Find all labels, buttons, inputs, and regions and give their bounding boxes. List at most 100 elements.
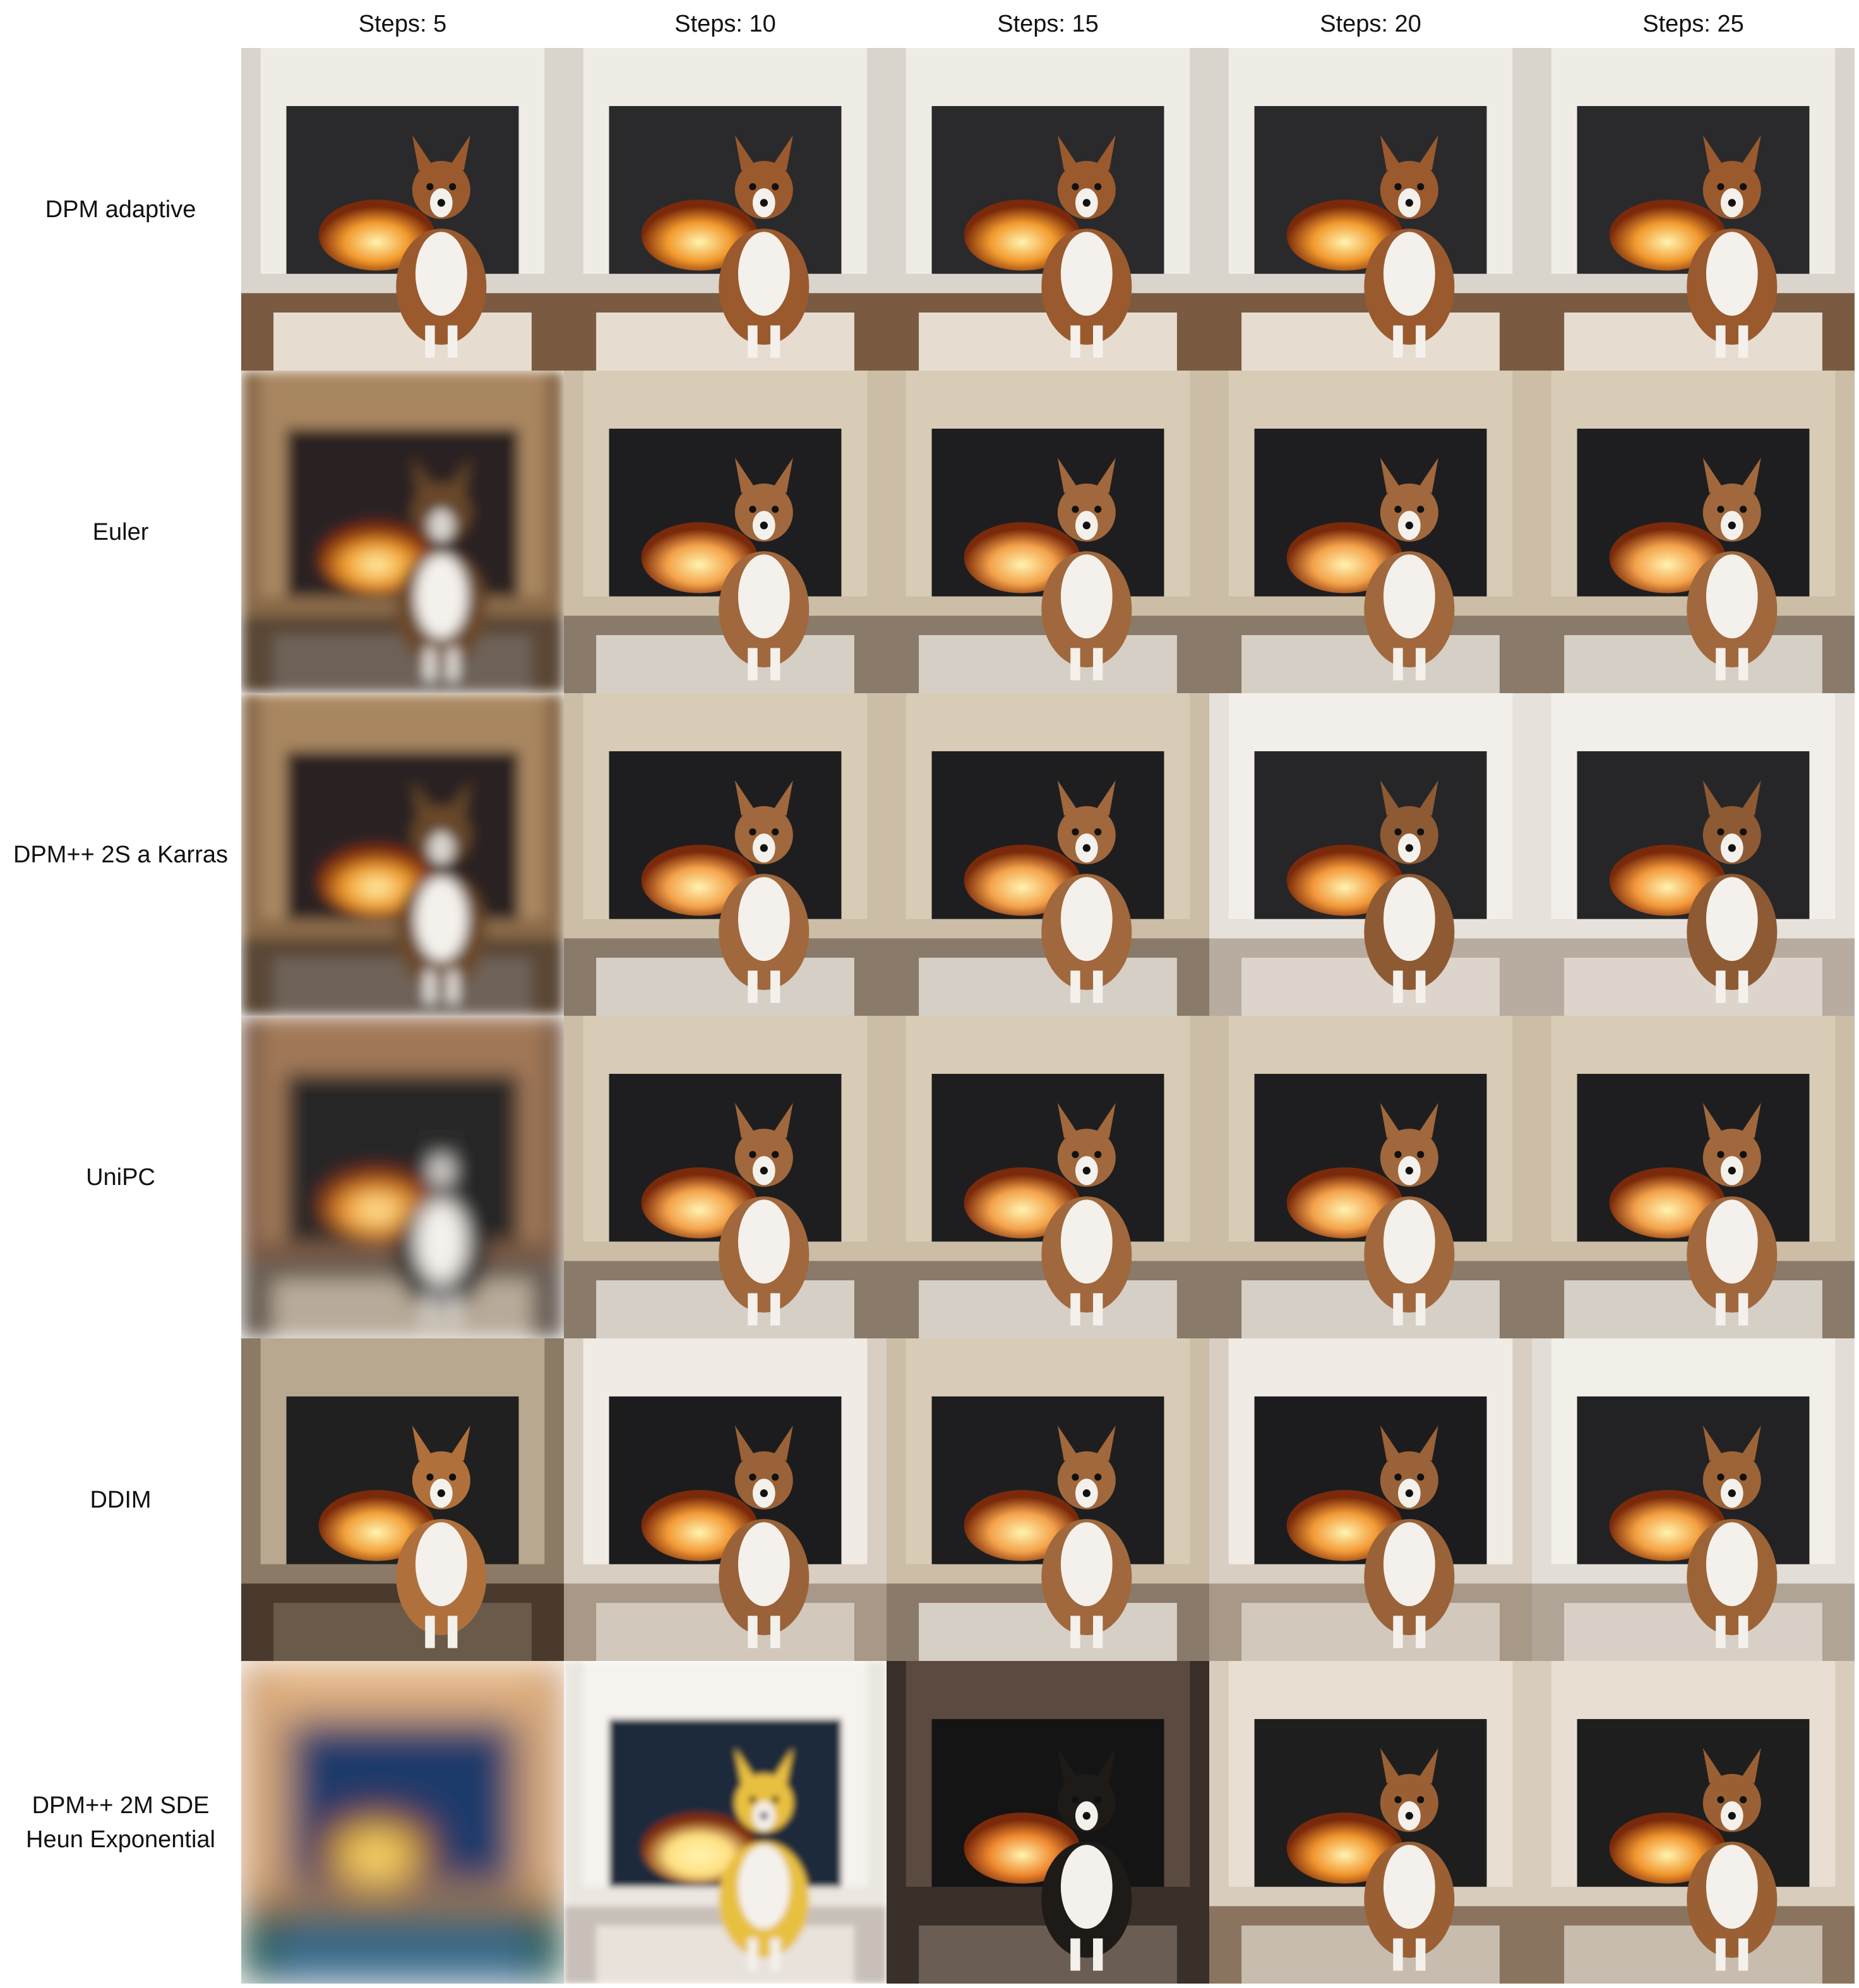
rug xyxy=(596,1603,854,1661)
dog-figure xyxy=(1364,1747,1455,1971)
dog-by-fireplace-image xyxy=(1209,48,1532,371)
dog-by-fireplace-image xyxy=(564,371,887,693)
generated-image xyxy=(1532,1338,1855,1661)
dog-by-fireplace-image xyxy=(1209,1661,1532,1984)
rug xyxy=(1564,1280,1822,1338)
row-label-sampler: DDIM xyxy=(90,1486,152,1513)
dog-figure xyxy=(1041,134,1132,358)
column-header-steps: Steps: 10 xyxy=(674,10,776,37)
row-label-sampler: DPM adaptive xyxy=(45,196,196,223)
rug xyxy=(596,1280,854,1338)
rug xyxy=(596,312,854,371)
dog-figure xyxy=(719,1747,810,1971)
generated-image xyxy=(241,371,564,693)
dog-by-fireplace-image xyxy=(1209,1338,1532,1661)
rug xyxy=(1564,1926,1822,1984)
dog-by-fireplace-image xyxy=(887,693,1209,1016)
rug xyxy=(1241,958,1500,1016)
dog-by-fireplace-image xyxy=(564,48,887,371)
dog-figure xyxy=(1687,1425,1778,1648)
dog-by-fireplace-image xyxy=(1209,693,1532,1016)
rug xyxy=(1241,635,1500,693)
dog-figure xyxy=(396,457,487,681)
dog-figure xyxy=(396,134,487,358)
row-label-sampler: Euler xyxy=(92,518,149,545)
rug xyxy=(1564,635,1822,693)
generated-image xyxy=(1209,48,1532,371)
dog-by-fireplace-image xyxy=(887,1661,1209,1984)
dog-figure xyxy=(719,457,810,681)
generated-image xyxy=(887,371,1209,693)
dog-by-fireplace-image xyxy=(1532,48,1855,371)
rug xyxy=(273,1280,532,1338)
dog-figure xyxy=(719,134,810,358)
dog-figure xyxy=(1364,134,1455,358)
rug xyxy=(596,1926,854,1984)
rug xyxy=(1241,1280,1500,1338)
dog-figure xyxy=(1364,780,1455,1003)
dog-figure xyxy=(1687,1102,1778,1326)
rug xyxy=(1241,312,1500,371)
generated-image xyxy=(564,693,887,1016)
dog-figure xyxy=(1364,1425,1455,1648)
generated-image xyxy=(241,48,564,371)
dog-by-fireplace-image xyxy=(564,693,887,1016)
generated-image xyxy=(564,1016,887,1338)
dog-figure xyxy=(1041,1102,1132,1326)
fire-flames xyxy=(318,1812,435,1884)
dog-by-fireplace-image xyxy=(564,1661,887,1984)
row-label-sampler: UniPC xyxy=(86,1164,155,1191)
dog-figure xyxy=(1687,1747,1778,1971)
generated-image xyxy=(1209,693,1532,1016)
dog-by-fireplace-image xyxy=(887,1338,1209,1661)
dog-figure xyxy=(1364,1102,1455,1326)
dog-figure xyxy=(1041,1747,1132,1971)
column-header-steps: Steps: 5 xyxy=(358,10,447,37)
generated-image xyxy=(564,48,887,371)
dog-figure xyxy=(719,1425,810,1648)
generated-image xyxy=(1532,1661,1855,1984)
rug xyxy=(919,958,1177,1016)
dog-by-fireplace-image xyxy=(887,48,1209,371)
generated-image xyxy=(887,1338,1209,1661)
dog-by-fireplace-image xyxy=(241,1338,564,1661)
generated-image xyxy=(887,693,1209,1016)
rug xyxy=(273,958,532,1016)
dog-by-fireplace-image xyxy=(241,48,564,371)
rug xyxy=(919,312,1177,371)
rug xyxy=(1241,1926,1500,1984)
dog-by-fireplace-image xyxy=(241,371,564,693)
generated-image xyxy=(1532,693,1855,1016)
generated-image xyxy=(564,1661,887,1984)
dog-figure xyxy=(719,1102,810,1326)
generated-image xyxy=(1209,371,1532,693)
dog-by-fireplace-image xyxy=(241,693,564,1016)
generated-image xyxy=(887,1661,1209,1984)
generated-image xyxy=(1532,371,1855,693)
dog-figure xyxy=(1041,457,1132,681)
generated-image xyxy=(1209,1016,1532,1338)
rug xyxy=(273,1926,532,1984)
dog-figure xyxy=(1687,134,1778,358)
dog-figure xyxy=(1687,780,1778,1003)
dog-by-fireplace-image xyxy=(1532,1661,1855,1984)
rug xyxy=(596,635,854,693)
row-label-sampler: DPM++ 2S a Karras xyxy=(13,841,229,868)
rug xyxy=(273,1603,532,1661)
generated-image xyxy=(887,1016,1209,1338)
dog-by-fireplace-image xyxy=(564,1016,887,1338)
generated-image xyxy=(1532,48,1855,371)
generated-image xyxy=(1209,1338,1532,1661)
rug xyxy=(273,312,532,371)
dog-figure xyxy=(396,1425,487,1648)
dog-by-fireplace-image xyxy=(1532,693,1855,1016)
dog-by-fireplace-image xyxy=(1532,1016,1855,1338)
dog-by-fireplace-image xyxy=(887,1016,1209,1338)
dog-by-fireplace-image xyxy=(1209,1016,1532,1338)
generated-image xyxy=(887,48,1209,371)
rug xyxy=(1564,1603,1822,1661)
column-header-steps: Steps: 25 xyxy=(1642,10,1744,37)
generated-image xyxy=(241,1661,564,1984)
generated-image xyxy=(1532,1016,1855,1338)
